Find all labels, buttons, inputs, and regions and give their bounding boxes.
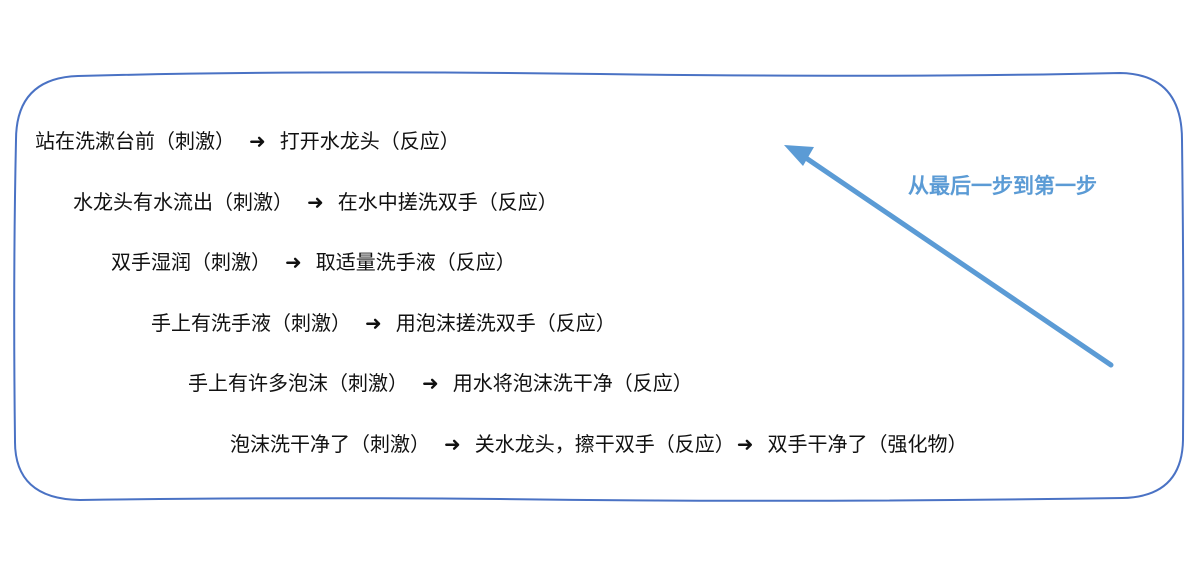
arrow-icon: ➜ <box>285 250 302 274</box>
direction-arrow <box>803 155 1114 368</box>
step-3-response: 取适量洗手液（反应） <box>315 250 516 274</box>
step-5-response: 用水将泡沫洗干净（反应） <box>452 371 693 395</box>
direction-arrow-head <box>784 145 814 166</box>
step-5-stimulus: 手上有许多泡沫（刺激） <box>188 371 408 395</box>
step-3-stimulus: 双手湿润（刺激） <box>111 250 271 274</box>
step-row-2: 水龙头有水流出（刺激） ➜ 在水中搓洗双手（反应） <box>73 190 558 214</box>
step-row-1: 站在洗漱台前（刺激） ➜ 打开水龙头（反应） <box>35 129 460 153</box>
step-4-response: 用泡沫搓洗双手（反应） <box>395 311 616 335</box>
step-row-5: 手上有许多泡沫（刺激） ➜ 用水将泡沫洗干净（反应） <box>188 371 693 395</box>
rounded-frame <box>13 71 1185 502</box>
arrow-icon: ➜ <box>422 371 439 395</box>
step-1-response: 打开水龙头（反应） <box>279 129 460 153</box>
arrow-icon: ➜ <box>444 432 461 456</box>
step-row-6: 泡沫洗干净了（刺激）➜关水龙头，擦干双手（反应）➜双手干净了（强化物） <box>230 432 968 456</box>
step-2-response: 在水中搓洗双手（反应） <box>337 190 558 214</box>
step-row-4: 手上有洗手液（刺激） ➜ 用泡沫搓洗双手（反应） <box>151 311 616 335</box>
arrow-icon: ➜ <box>736 432 754 456</box>
arrow-icon: ➜ <box>249 129 266 153</box>
arrow-icon: ➜ <box>365 311 382 335</box>
arrow-icon: ➜ <box>307 190 324 214</box>
step-2-stimulus: 水龙头有水流出（刺激） <box>73 190 293 214</box>
step-6-reinforcer: 双手干净了（强化物） <box>767 432 968 456</box>
step-4-stimulus: 手上有洗手液（刺激） <box>151 311 351 335</box>
step-6-response: 关水龙头，擦干双手（反应） <box>474 432 735 456</box>
step-row-3: 双手湿润（刺激） ➜ 取适量洗手液（反应） <box>111 250 516 274</box>
direction-label: 从最后一步到第一步 <box>908 174 1097 198</box>
step-6-stimulus: 泡沫洗干净了（刺激） <box>230 432 430 456</box>
step-1-stimulus: 站在洗漱台前（刺激） <box>35 129 235 153</box>
